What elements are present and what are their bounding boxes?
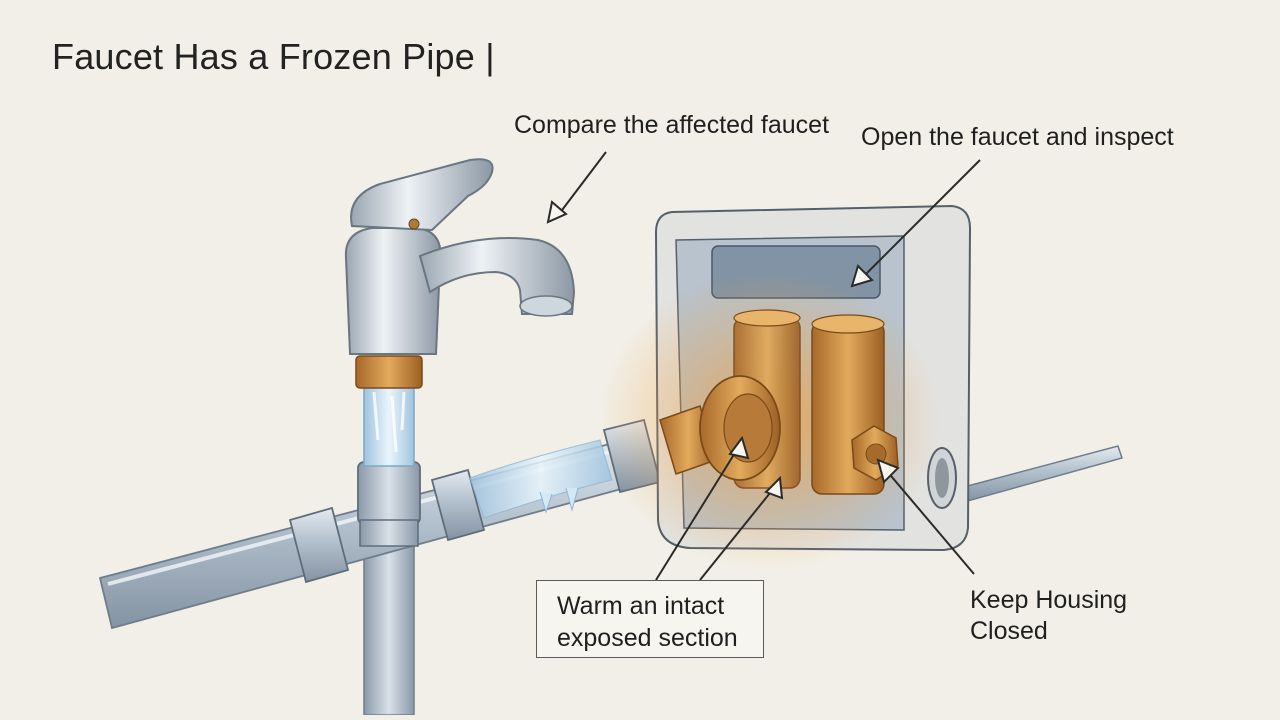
- valve-internals: [659, 309, 899, 495]
- warm-arrow-2: [699, 487, 775, 581]
- warm-arrow-1: [655, 447, 739, 581]
- tee-fitting: [357, 461, 421, 547]
- label-open-inspect: Open the faucet and inspect: [861, 123, 1174, 151]
- faucet-brass-nut: [355, 355, 423, 389]
- label-compare: Compare the affected faucet: [514, 111, 830, 139]
- vertical-riser-pipe: [363, 539, 415, 716]
- inspect-arrowhead: [850, 264, 874, 288]
- inspect-arrow: [861, 159, 981, 279]
- warm-arrowhead-2: [764, 475, 784, 500]
- label-warm-line1: Warm an intact: [557, 592, 725, 620]
- ice-on-pipe: [469, 439, 613, 519]
- page-title: Faucet Has a Frozen Pipe |: [52, 36, 495, 77]
- callout-arrows: [546, 151, 981, 581]
- keep-closed-arrowhead: [876, 458, 900, 484]
- frozen-supply-pipe: [363, 385, 415, 467]
- label-warm-section-box: Warm an intact exposed section: [536, 580, 764, 658]
- faucet: [344, 158, 576, 355]
- keep-closed-arrow: [885, 469, 975, 575]
- outlet-pipe: [959, 445, 1123, 503]
- label-keep-line2: Closed: [970, 617, 1048, 645]
- compare-arrow: [555, 151, 607, 219]
- warm-arrowhead-1: [728, 435, 750, 460]
- label-warm-line2: exposed section: [557, 624, 738, 652]
- compare-arrowhead: [546, 200, 568, 224]
- label-keep-line1: Keep Housing: [970, 586, 1128, 614]
